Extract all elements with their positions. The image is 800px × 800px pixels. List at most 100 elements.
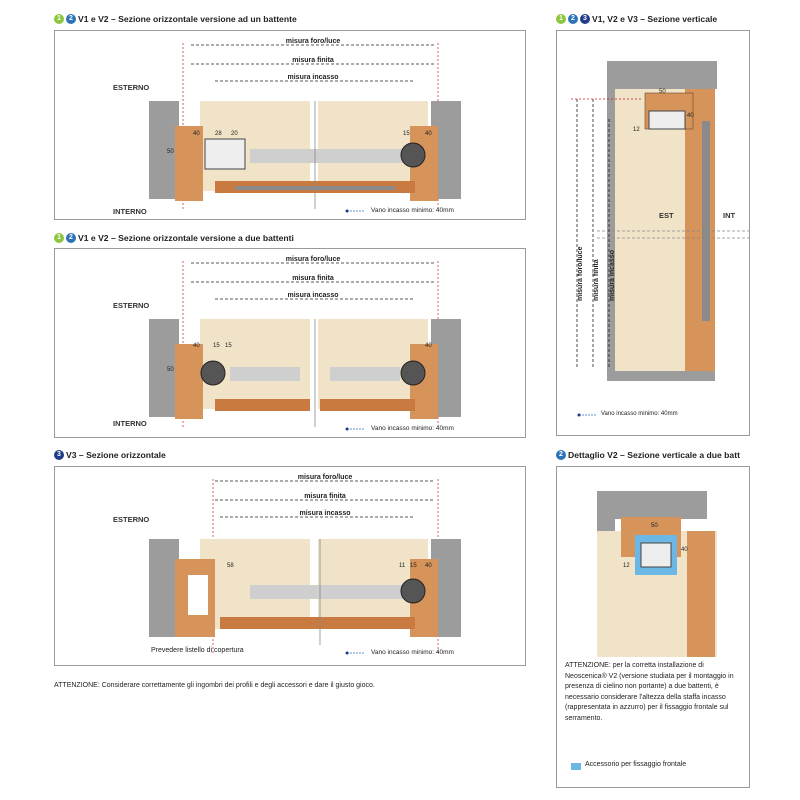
badge-1: 1 <box>54 233 64 243</box>
ceiling <box>597 491 707 519</box>
num-50: 50 <box>167 367 174 373</box>
badge-2: 2 <box>556 450 566 460</box>
diagram-1: misura foro/luce misura finita misura in… <box>149 38 461 213</box>
section-title-text: V1 e V2 – Sezione orizzontale versione a… <box>78 233 294 243</box>
num-15a: 15 <box>213 343 220 349</box>
dim-finita: misura finita <box>292 57 334 64</box>
legend-swatch <box>571 763 581 770</box>
label-int: INT <box>723 211 736 220</box>
section-title-5: 2 Dettaglio V2 – Sezione verticale a due… <box>556 450 740 460</box>
badge-2: 2 <box>66 233 76 243</box>
floor <box>615 371 715 381</box>
label-vano: Vano incasso minimo: 40mm <box>601 411 678 417</box>
badge-3: 3 <box>580 14 590 24</box>
dim-lines <box>182 43 439 209</box>
section-title-1: 1 2 V1 e V2 – Sezione orizzontale versio… <box>54 14 297 24</box>
label-interno: INTERNO <box>113 419 147 428</box>
legend-label: Accessorio per fissaggio frontale <box>585 761 687 768</box>
roller <box>400 578 426 604</box>
section-title-3: 3 V3 – Sezione orizzontale <box>54 450 166 460</box>
num-50: 50 <box>167 149 174 155</box>
label-esterno: ESTERNO <box>113 515 150 524</box>
diagram-panel-3: misura foro/luce misura finita misura in… <box>54 466 526 666</box>
label-vano: Vano incasso minimo: 40mm <box>371 425 454 432</box>
roller <box>400 142 426 168</box>
ceiling <box>607 61 717 89</box>
diagram-panel-4: misura foro/luce misura finita misura in… <box>556 30 750 436</box>
dim-foro: misura foro/luce <box>286 256 341 263</box>
rail <box>702 121 710 321</box>
door-leaf-left <box>215 399 310 411</box>
num-15: 15 <box>410 563 417 569</box>
dim-incasso: misura incasso <box>288 74 339 81</box>
diagram-3: misura foro/luce misura finita misura in… <box>149 474 461 655</box>
track <box>250 149 405 163</box>
num-40: 40 <box>687 113 694 119</box>
panel-left <box>200 539 310 629</box>
num-11: 11 <box>399 563 406 569</box>
frame-left <box>175 126 203 201</box>
num-28: 28 <box>215 131 222 137</box>
diagram-5: 50 40 12 <box>597 491 717 657</box>
dim-foro: misura foro/luce <box>286 38 341 45</box>
dim-finita: misura finita <box>593 259 600 301</box>
frame <box>685 89 715 379</box>
section-title-2: 1 2 V1 e V2 – Sezione orizzontale versio… <box>54 233 294 243</box>
badge-2: 2 <box>568 14 578 24</box>
section-title-text: V3 – Sezione orizzontale <box>66 450 166 460</box>
num-40-left: 40 <box>193 343 200 349</box>
diagram-panel-2: misura foro/luce misura finita misura in… <box>54 248 526 438</box>
label-esterno: ESTERNO <box>113 301 150 310</box>
badge-1: 1 <box>556 14 566 24</box>
badge-3: 3 <box>54 450 64 460</box>
frame <box>687 531 715 657</box>
num-40: 40 <box>681 547 688 553</box>
num-12: 12 <box>623 563 630 569</box>
section-title-4: 1 2 3 V1, V2 e V3 – Sezione verticale <box>556 14 717 24</box>
wall-left <box>149 319 179 417</box>
label-listello: Prevedere listello di copertura <box>151 647 244 654</box>
door-leaf-right <box>320 399 415 411</box>
label-est: EST <box>659 211 674 220</box>
num-12: 12 <box>633 127 640 133</box>
wall-left <box>149 539 179 637</box>
diagram-2: misura foro/luce misura finita misura in… <box>149 256 461 431</box>
label-vano: Vano incasso minimo: 40mm <box>371 649 454 656</box>
dim-finita: misura finita <box>292 275 334 282</box>
num-40: 40 <box>425 563 432 569</box>
badge-2: 2 <box>66 14 76 24</box>
num-40-right: 40 <box>425 343 432 349</box>
dim-finita: misura finita <box>304 493 346 500</box>
diagram-panel-1: misura foro/luce misura finita misura in… <box>54 30 526 220</box>
label-vano: Vano incasso minimo: 40mm <box>371 207 454 214</box>
num-58: 58 <box>227 563 234 569</box>
dim-incasso: misura incasso <box>288 292 339 299</box>
section-title-text: Dettaglio V2 – Sezione verticale a due b… <box>568 450 740 460</box>
wall-left <box>149 101 179 199</box>
section-title-text: V1, V2 e V3 – Sezione verticale <box>592 14 718 24</box>
frame-left <box>175 344 203 419</box>
section-title-text: V1 e V2 – Sezione orizzontale versione a… <box>78 14 297 24</box>
roller-right <box>400 360 426 386</box>
badge-1: 1 <box>54 14 64 24</box>
num-40-right: 40 <box>425 131 432 137</box>
dim-foro: misura foro/luce <box>577 246 584 301</box>
diagram-panel-5: 50 40 12 ATTENZIONE: per la corretta ins… <box>556 466 750 788</box>
num-40-left: 40 <box>193 131 200 137</box>
roller-left <box>200 360 226 386</box>
dim-foro: misura foro/luce <box>298 474 353 481</box>
door-leaf <box>220 617 415 629</box>
num-50: 50 <box>659 89 666 95</box>
label-esterno: ESTERNO <box>113 83 150 92</box>
num-15: 15 <box>403 131 410 137</box>
num-50: 50 <box>651 523 658 529</box>
note-bottom: ATTENZIONE: Considerare correttamente gl… <box>54 682 375 689</box>
diagram-4: misura foro/luce misura finita misura in… <box>571 61 749 417</box>
dim-incasso: misura incasso <box>609 250 616 301</box>
num-20: 20 <box>231 131 238 137</box>
profile-left <box>204 138 246 170</box>
note-detail: ATTENZIONE: per la corretta installazion… <box>565 662 734 722</box>
label-interno: INTERNO <box>113 207 147 216</box>
dim-incasso: misura incasso <box>300 510 351 517</box>
num-15b: 15 <box>225 343 232 349</box>
